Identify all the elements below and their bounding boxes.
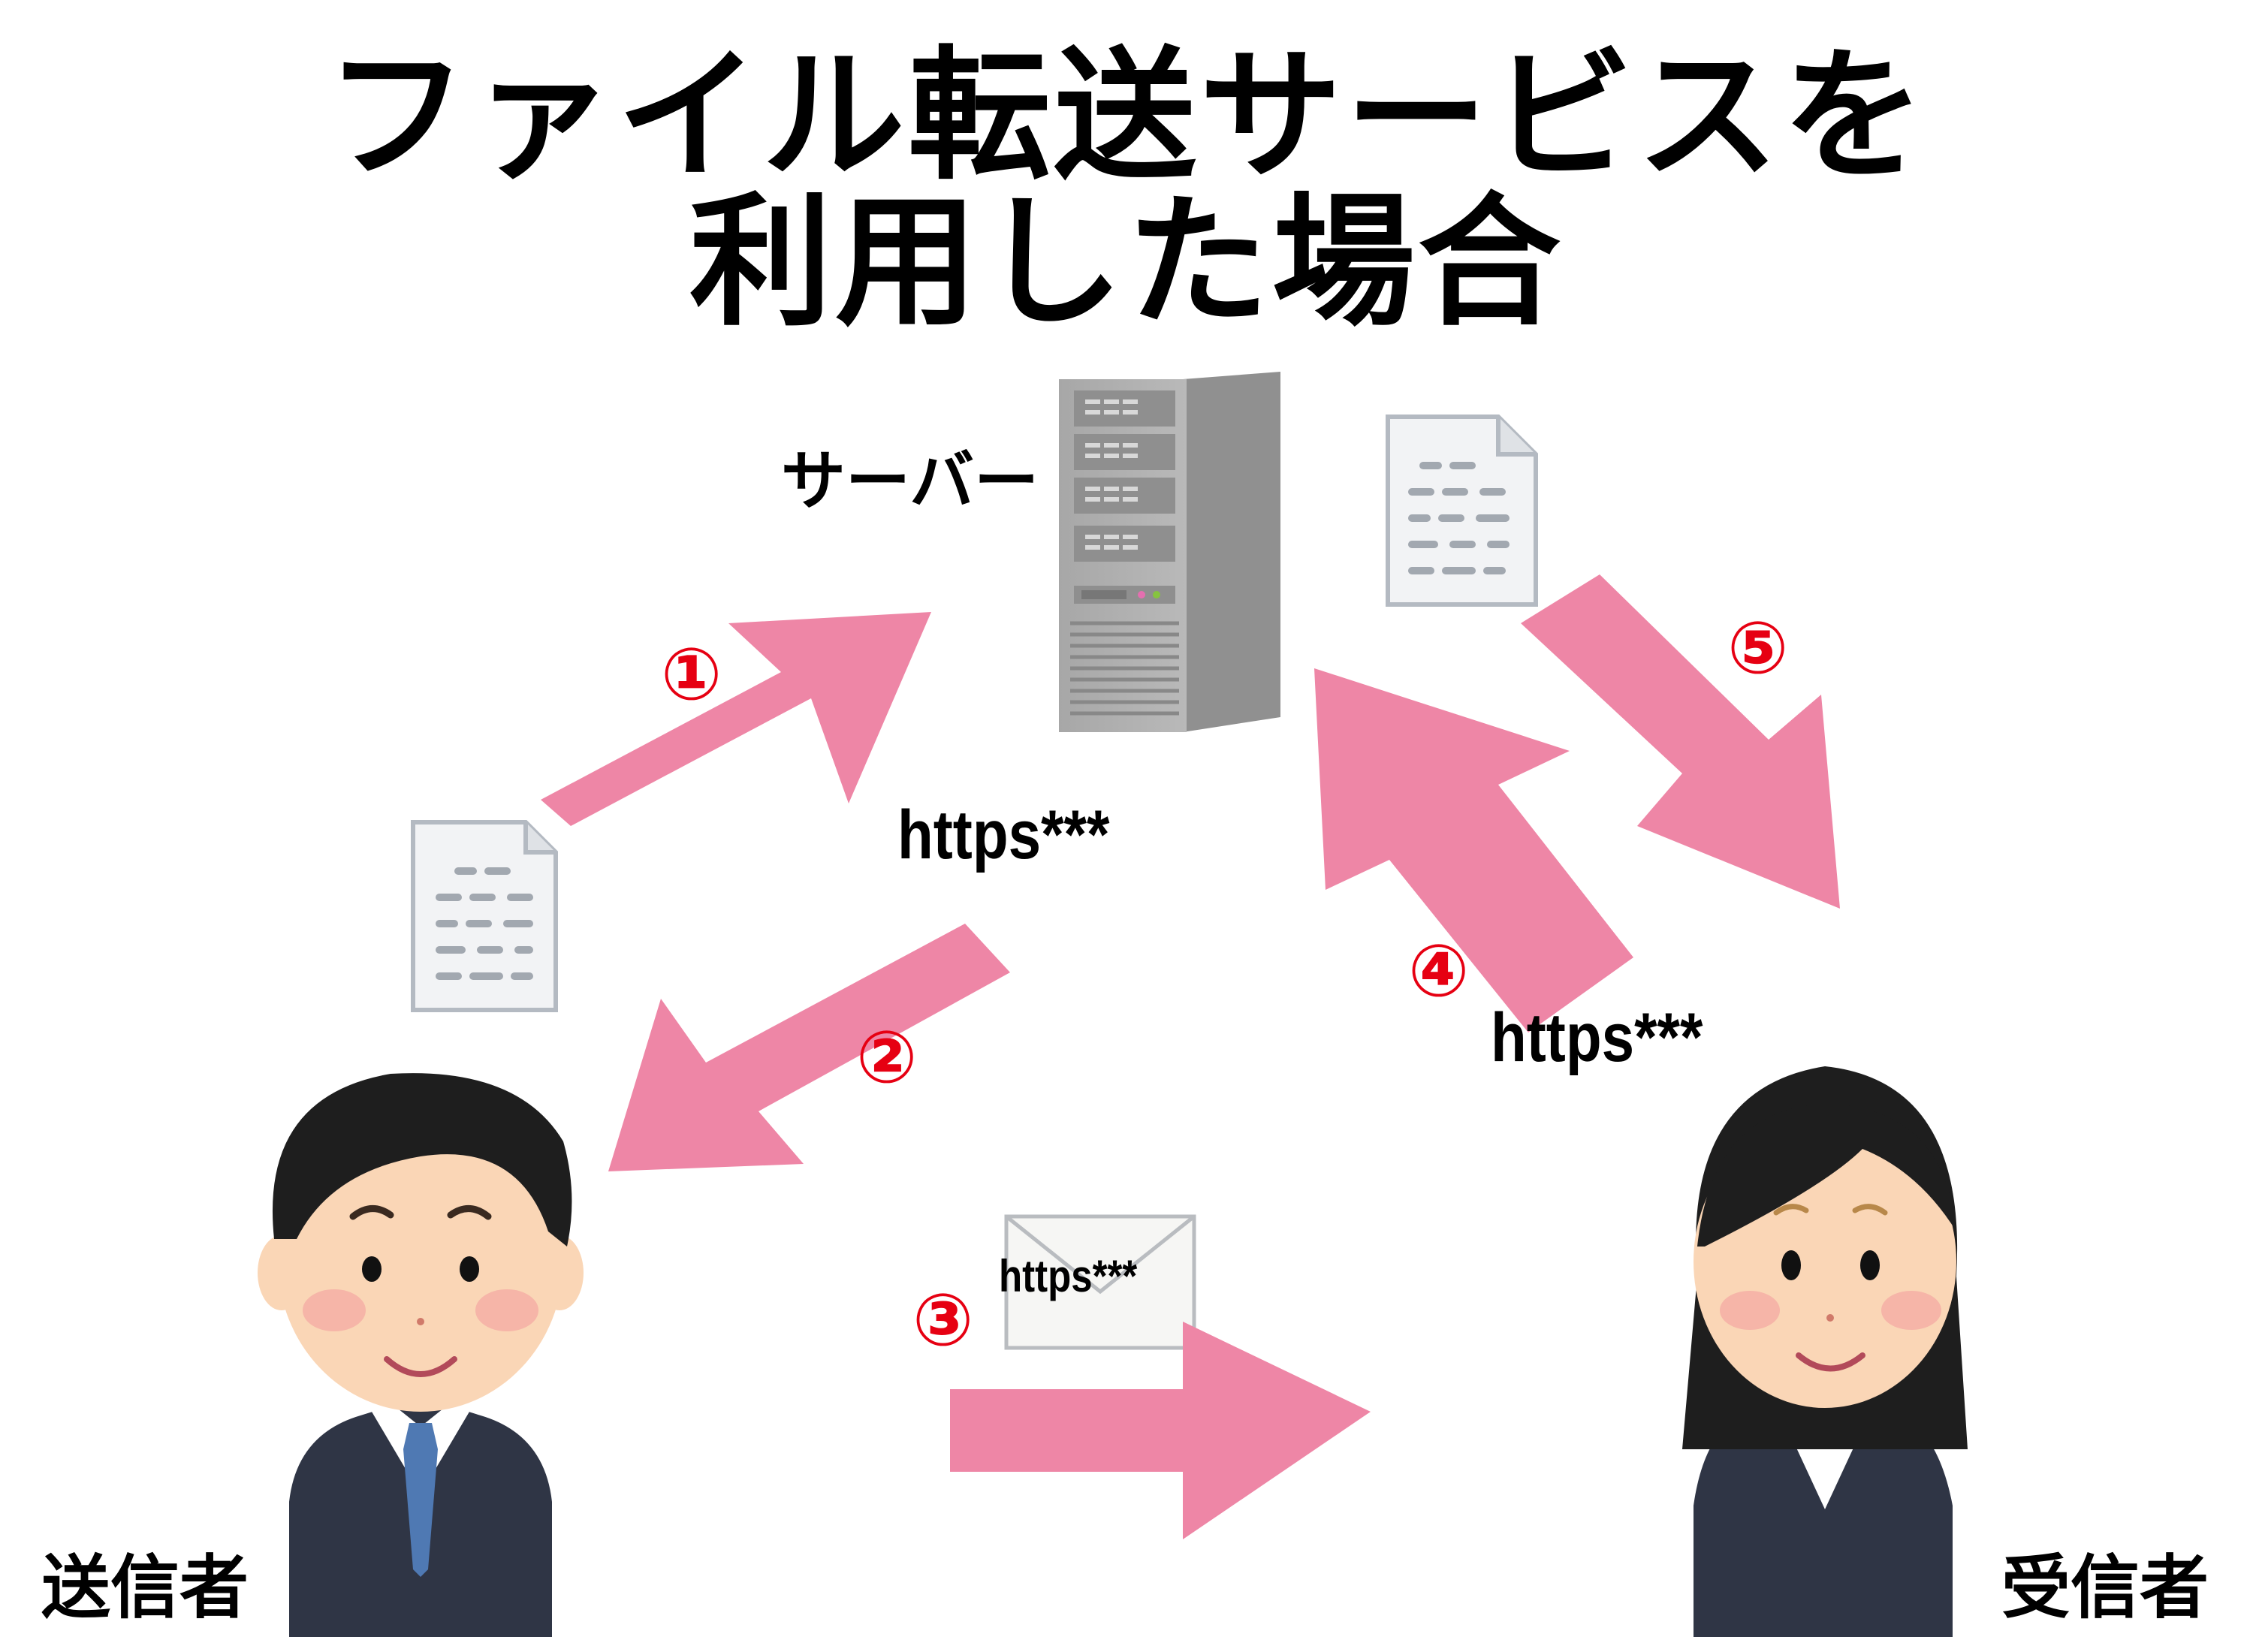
arrow-step-4 (1314, 668, 1633, 1032)
arrow-step-2 (608, 924, 1010, 1171)
step-5-number: ⑤ (1727, 606, 1789, 690)
email-url-label: https*** (999, 1251, 1138, 1301)
receiver-url-label: https*** (1491, 999, 1703, 1076)
page-title-line2: 利用した場合 (689, 179, 1564, 345)
businessman-icon (258, 1073, 584, 1637)
document-icon (1386, 415, 1538, 607)
step-2-number: ② (856, 1015, 918, 1099)
page-title: ファイル転送サービスを (324, 33, 1928, 199)
arrow-step-3 (950, 1322, 1371, 1539)
server-icon (1059, 372, 1280, 732)
step-1-number: ① (661, 632, 722, 716)
step-4-number: ④ (1408, 929, 1470, 1013)
download-url-label: https*** (897, 797, 1110, 873)
arrow-step-5 (1521, 574, 1840, 909)
arrows (541, 574, 1840, 1539)
server-label: サーバー (781, 444, 1039, 519)
step-3-number: ③ (912, 1278, 974, 1362)
document-icon (411, 820, 558, 1012)
sender-label: 送信者 (41, 1548, 249, 1628)
envelope-icon (1004, 1214, 1196, 1350)
receiver-label: 受信者 (2001, 1548, 2209, 1628)
businesswoman-icon (1682, 1066, 1968, 1637)
arrow-step-1 (541, 612, 931, 826)
